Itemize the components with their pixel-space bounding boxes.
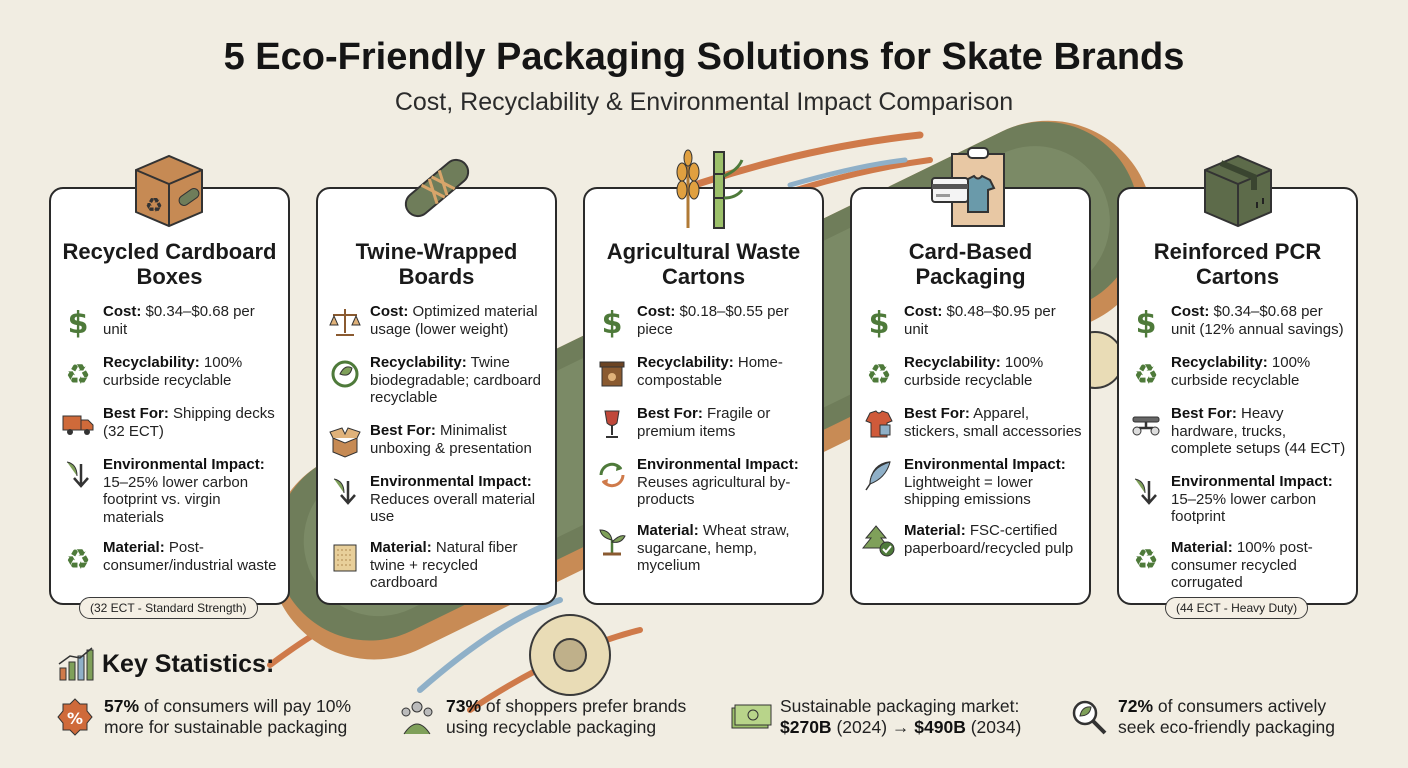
svg-text:♻: ♻ [866, 358, 891, 390]
card-reinforced-pcr: Reinforced PCR Cartons $ Cost: $0.34–$0.… [1117, 187, 1358, 605]
recyclability-row: Recyclability: Twine biodegradable; card… [328, 354, 549, 407]
environmental-impact-row: Environmental Impact: Lightweight = lowe… [862, 456, 1083, 509]
cost-row: $ Cost: $0.48–$0.95 per unit [862, 303, 1083, 339]
people-leaf-icon [401, 701, 433, 735]
stat-item: 72% of consumers actively seek eco-frien… [1068, 696, 1358, 738]
down-arrow-leaf-icon [66, 461, 89, 488]
svg-text:$: $ [1136, 306, 1157, 339]
material-row: Material: Natural fiber twine + recycled… [328, 539, 549, 592]
material-row: Material: Wheat straw, sugarcane, hemp, … [595, 522, 816, 575]
card-title: Agricultural Waste Cartons [606, 239, 801, 289]
sprout-icon [599, 529, 626, 556]
material-row: ♻ Material: 100% post-consumer recycled … [1129, 539, 1350, 592]
card-agricultural-waste: Agricultural Waste Cartons $ Cost: $0.18… [583, 187, 824, 605]
open-box-icon [329, 427, 361, 458]
svg-text:$: $ [68, 306, 89, 339]
best-for-row: Best For: Apparel, stickers, small acces… [862, 405, 1083, 441]
recyclability-row: ♻ Recyclability: 100% curbside recyclabl… [61, 354, 282, 390]
dollar-icon: $ [869, 306, 890, 339]
recyclability-row: ♻ Recyclability: 100% curbside recyclabl… [1129, 354, 1350, 390]
stat-item: Sustainable packaging market:$270B (2024… [730, 696, 1050, 738]
recyclability-row: Recyclability: Home-compostable [595, 354, 816, 390]
skate-truck-icon [1132, 416, 1160, 436]
environmental-impact-row: Environmental Impact: Reduces overall ma… [328, 473, 549, 526]
magnifier-leaf-icon [1072, 700, 1107, 735]
card-tshirt-package-icon [931, 147, 1005, 227]
fragile-glass-icon [604, 410, 620, 438]
dollar-icon: $ [602, 306, 623, 339]
recycle-icon: ♻ [65, 358, 90, 390]
best-for-row: Best For: Heavy hardware, trucks, comple… [1129, 405, 1350, 458]
down-arrow-leaf-icon [333, 478, 356, 505]
svg-text:♻: ♻ [145, 193, 163, 217]
stat-item: 73% of shoppers prefer brands using recy… [396, 696, 706, 738]
strength-badge: (32 ECT - Standard Strength) [79, 597, 258, 619]
svg-text:%: % [67, 709, 83, 728]
twine-skateboard-icon [404, 158, 470, 218]
card-recycled-cardboard: Recycled Cardboard Boxes $ Cost: $0.34–$… [49, 187, 290, 605]
recycled-box-icon: ♻ [135, 154, 203, 228]
svg-text:♻: ♻ [1133, 543, 1158, 575]
recycle-icon: ♻ [866, 358, 891, 390]
dollar-icon: $ [68, 306, 89, 339]
percent-badge-icon: % [57, 698, 93, 736]
strength-badge: (44 ECT - Heavy Duty) [1165, 597, 1309, 619]
card-title: Twine-Wrapped Boards [355, 239, 518, 289]
bar-chart-icon [58, 647, 94, 681]
cost-row: $ Cost: $0.34–$0.68 per unit (12% annual… [1129, 303, 1350, 339]
apparel-icon [865, 410, 893, 438]
environmental-impact-row: Environmental Impact: 15–25% lower carbo… [61, 456, 282, 526]
best-for-row: Best For: Fragile or premium items [595, 405, 816, 441]
recycle-icon: ♻ [1133, 543, 1158, 575]
reinforced-box-icon [1204, 154, 1272, 228]
card-title: Recycled Cardboard Boxes [62, 239, 277, 289]
key-statistics-title: Key Statistics: [102, 650, 275, 678]
money-icon [731, 704, 772, 729]
compost-bin-icon [599, 361, 625, 387]
card-twine-wrapped: Twine-Wrapped Boards Cost: Optimized mat… [316, 187, 557, 605]
fiber-icon [333, 544, 357, 572]
environmental-impact-row: Environmental Impact: Reuses agricultura… [595, 456, 816, 509]
card-card-based: Card-Based Packaging $ Cost: $0.48–$0.95… [850, 187, 1091, 605]
svg-text:$: $ [869, 306, 890, 339]
svg-text:♻: ♻ [1133, 358, 1158, 390]
down-arrow-leaf-icon [1134, 478, 1157, 505]
dollar-icon: $ [1136, 306, 1157, 339]
cycle-arrows-icon [599, 462, 625, 488]
tree-check-icon [862, 525, 895, 557]
cost-row: Cost: Optimized material usage (lower we… [328, 303, 549, 339]
leaf-cycle-icon [331, 360, 359, 388]
feather-icon [865, 461, 891, 491]
svg-text:♻: ♻ [65, 358, 90, 390]
scale-icon [329, 309, 361, 336]
svg-text:♻: ♻ [65, 543, 90, 575]
card-title: Reinforced PCR Cartons [1153, 239, 1322, 289]
recyclability-row: ♻ Recyclability: 100% curbside recyclabl… [862, 354, 1083, 390]
cost-row: $ Cost: $0.18–$0.55 per piece [595, 303, 816, 339]
recycle-icon: ♻ [1133, 358, 1158, 390]
best-for-row: Best For: Minimalist unboxing & presenta… [328, 422, 549, 458]
environmental-impact-row: Environmental Impact: 15–25% lower carbo… [1129, 473, 1350, 526]
best-for-row: Best For: Shipping decks (32 ECT) [61, 405, 282, 441]
svg-text:$: $ [602, 306, 623, 339]
page-subtitle: Cost, Recyclability & Environmental Impa… [394, 88, 1014, 116]
truck-icon [62, 415, 94, 435]
stat-item: % 57% of consumers will pay 10% more for… [54, 696, 374, 738]
card-title: Card-Based Packaging [908, 239, 1033, 289]
material-row: ♻ Material: Post-consumer/industrial was… [61, 539, 282, 575]
wheat-bamboo-icon [676, 149, 744, 229]
page-title: 5 Eco-Friendly Packaging Solutions for S… [223, 36, 1185, 78]
cost-row: $ Cost: $0.34–$0.68 per unit [61, 303, 282, 339]
recycle-icon: ♻ [65, 543, 90, 575]
material-row: Material: FSC-certified paperboard/recyc… [862, 522, 1083, 558]
